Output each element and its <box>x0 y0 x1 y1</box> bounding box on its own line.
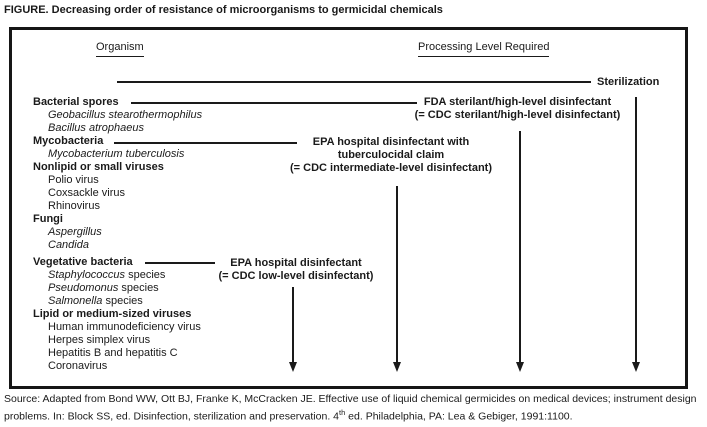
organism-species: Mycobacterium tuberculosis <box>48 148 185 160</box>
arrowhead-icon <box>288 362 297 372</box>
organism-category-lipid-viruses: Lipid or medium-sized viruses <box>33 308 192 320</box>
arrowhead-icon <box>631 362 640 372</box>
organism-list: Bacterial spores Geobacillus stearotherm… <box>33 96 202 373</box>
organism-species: Coronavirus <box>48 360 108 372</box>
mycobacteria-connector-line <box>114 142 297 144</box>
organism-category-fungi: Fungi <box>33 213 63 225</box>
organism-category-nonlipid-viruses: Nonlipid or small viruses <box>33 161 164 173</box>
organism-category-vegetative-bacteria: Vegetative bacteria <box>33 256 133 268</box>
figure-border-box <box>9 27 688 389</box>
source-line1: Source: Adapted from Bond WW, Ott BJ, Fr… <box>4 393 697 405</box>
organism-species: Hepatitis B and hepatitis C <box>48 347 178 359</box>
organism-species: Rhinovirus <box>48 200 100 212</box>
epa-tuberculocidal-line2: tuberculocidal claim <box>337 149 445 161</box>
organism-species: Salmonella species <box>48 295 143 307</box>
epa-low-line2: (= CDC low-level disinfectant) <box>218 270 374 282</box>
processing-level-fda-sterilant: FDA sterilant/high-level disinfectant (=… <box>409 96 626 122</box>
organism-species: Candida <box>48 239 89 251</box>
vegetative-bacteria-connector-line <box>145 262 215 264</box>
organism-category-bacterial-spores: Bacterial spores <box>33 96 119 108</box>
processing-level-epa-tuberculocidal: EPA hospital disinfectant with tuberculo… <box>283 136 499 175</box>
processing-level-epa-low: EPA hospital disinfectant (= CDC low-lev… <box>212 257 380 283</box>
fda-sterilant-line1: FDA sterilant/high-level disinfectant <box>423 96 612 108</box>
organism-category-mycobacteria: Mycobacteria <box>33 135 104 147</box>
organism-species: Polio virus <box>48 174 99 186</box>
bacterial-spores-connector-line <box>131 102 417 104</box>
arrowhead-icon <box>392 362 401 372</box>
organism-species: Staphylococcus species <box>48 269 166 281</box>
column-header-organism: Organism <box>96 41 144 57</box>
fda-sterilant-line2: (= CDC sterilant/high-level disinfectant… <box>414 109 621 121</box>
column-header-processing-level: Processing Level Required <box>418 41 550 57</box>
epa-tuberculocidal-line1: EPA hospital disinfectant with <box>312 136 470 148</box>
ordinal-superscript: th <box>339 408 346 417</box>
figure-title: FIGURE. Decreasing order of resistance o… <box>4 4 443 16</box>
processing-level-sterilization: Sterilization <box>597 76 660 88</box>
down-arrow-fda-sterilant <box>515 131 524 372</box>
source-citation: Source: Adapted from Bond WW, Ott BJ, Fr… <box>4 393 706 424</box>
organism-species: Human immunodeficiency virus <box>48 321 201 333</box>
down-arrow-epa-tuberculocidal <box>392 186 401 372</box>
organism-species: Bacillus atrophaeus <box>48 122 145 134</box>
organism-species: Coxsackle virus <box>48 187 126 199</box>
source-line2: problems. In: Block SS, ed. Disinfection… <box>4 408 573 423</box>
epa-tuberculocidal-line3: (= CDC intermediate-level disinfectant) <box>289 162 493 174</box>
epa-low-line1: EPA hospital disinfectant <box>230 257 362 269</box>
organism-species: Geobacillus stearothermophilus <box>48 109 203 121</box>
organism-species: Aspergillus <box>48 226 102 238</box>
arrowhead-icon <box>515 362 524 372</box>
down-arrow-epa-low <box>288 287 297 372</box>
sterilization-connector-line <box>117 81 591 83</box>
organism-species: Pseudomonus species <box>48 282 159 294</box>
down-arrow-sterilization <box>631 97 640 372</box>
organism-species: Herpes simplex virus <box>48 334 151 346</box>
